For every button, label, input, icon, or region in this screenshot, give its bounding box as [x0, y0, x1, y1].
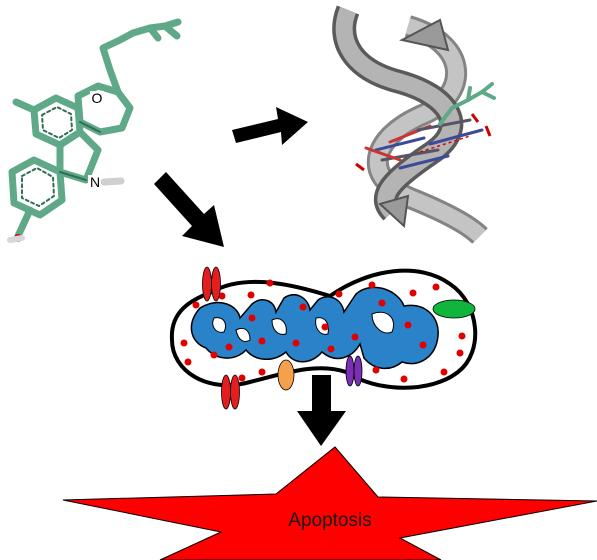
oxygen-atom-backdrop — [90, 91, 104, 105]
channel-red-top-icon — [202, 266, 221, 302]
carbazole-molecule-icon — [8, 18, 182, 240]
mitochondrion-icon — [169, 266, 478, 410]
dna-double-helix-icon — [332, 5, 496, 245]
nitrogen-atom-icon: N — [90, 174, 100, 190]
nitrogen-atom-backdrop — [88, 175, 102, 189]
channel-green-icon — [432, 299, 476, 319]
oxygen-atom-icon: O — [92, 90, 103, 106]
arrow-down-icon — [297, 375, 346, 446]
arrow-right-icon — [232, 107, 308, 145]
hydrogen-bond-icon — [100, 177, 125, 186]
apoptosis-label: Apoptosis — [288, 510, 371, 531]
channel-orange-icon — [277, 359, 295, 391]
hydroxyl-hydrogen-icon — [7, 235, 25, 243]
channel-red-bottom-icon — [221, 374, 240, 410]
starburst-icon — [62, 446, 597, 560]
arrow-down-right-icon — [154, 172, 224, 247]
channel-purple-icon — [345, 355, 363, 387]
